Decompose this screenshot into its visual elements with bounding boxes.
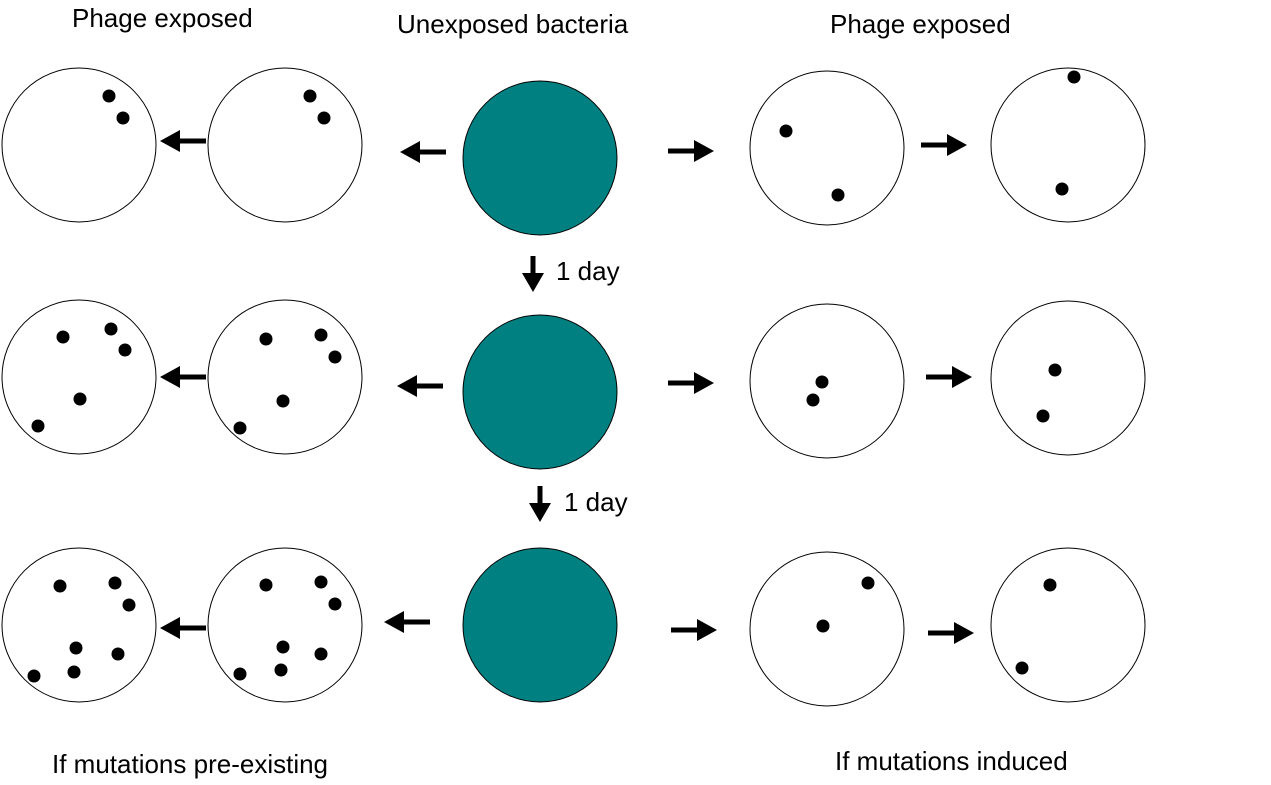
right-header: Phage exposed bbox=[830, 9, 1011, 39]
colony bbox=[314, 328, 328, 342]
right-outer-dish bbox=[990, 67, 1146, 223]
center-header: Unexposed bacteria bbox=[397, 9, 629, 39]
colony bbox=[274, 663, 288, 677]
day-label-1: 1 day bbox=[556, 256, 620, 286]
left-outer-dish bbox=[1, 299, 157, 455]
right-inner-dish bbox=[749, 70, 905, 226]
right-inner-dish bbox=[749, 551, 905, 707]
culture-3 bbox=[462, 547, 618, 703]
right-outer-dish bbox=[990, 300, 1146, 456]
colony bbox=[303, 89, 317, 103]
arrow-right bbox=[668, 372, 714, 394]
left-footer: If mutations pre-existing bbox=[52, 749, 328, 779]
colony bbox=[104, 322, 118, 336]
day-arrow-1 bbox=[522, 256, 544, 292]
row-2 bbox=[1, 299, 1146, 470]
colony bbox=[1036, 409, 1050, 423]
arrow-right bbox=[928, 622, 974, 644]
culture-1 bbox=[462, 80, 618, 236]
row-3 bbox=[1, 547, 1146, 707]
colony bbox=[56, 330, 70, 344]
colony bbox=[108, 576, 122, 590]
arrow-left bbox=[160, 617, 206, 639]
colony bbox=[816, 619, 830, 633]
colony bbox=[67, 665, 81, 679]
colony bbox=[73, 392, 87, 406]
left-header: Phage exposed bbox=[72, 3, 253, 33]
colony bbox=[831, 188, 845, 202]
left-inner-dish bbox=[207, 547, 363, 703]
colony bbox=[779, 124, 793, 138]
colony bbox=[1043, 578, 1057, 592]
right-footer: If mutations induced bbox=[835, 746, 1068, 776]
colony bbox=[69, 641, 83, 655]
left-outer-dish bbox=[1, 547, 157, 703]
arrow-right bbox=[668, 140, 714, 162]
day-arrow-2 bbox=[529, 486, 551, 522]
colony bbox=[317, 111, 331, 125]
arrow-left bbox=[160, 130, 206, 152]
arrow-left bbox=[400, 141, 446, 163]
colony bbox=[328, 350, 342, 364]
day-label-2: 1 day bbox=[564, 487, 628, 517]
colony bbox=[233, 667, 247, 681]
left-outer-dish bbox=[1, 67, 157, 223]
colony bbox=[1048, 363, 1062, 377]
arrow-right bbox=[921, 134, 967, 156]
colony bbox=[328, 597, 342, 611]
colony bbox=[1015, 661, 1029, 675]
right-outer-dish bbox=[990, 547, 1146, 703]
culture-2 bbox=[462, 314, 618, 470]
left-inner-dish bbox=[207, 67, 363, 223]
arrow-left bbox=[397, 375, 443, 397]
right-inner-dish bbox=[749, 303, 905, 459]
colony bbox=[27, 669, 41, 683]
colony bbox=[259, 578, 273, 592]
colony bbox=[53, 579, 67, 593]
arrow-left bbox=[160, 366, 206, 388]
colony bbox=[259, 332, 273, 346]
row-1 bbox=[1, 67, 1146, 236]
colony bbox=[314, 647, 328, 661]
colony bbox=[102, 89, 116, 103]
colony bbox=[1055, 182, 1069, 196]
colony bbox=[111, 647, 125, 661]
colony bbox=[806, 393, 820, 407]
colony bbox=[31, 419, 45, 433]
colony bbox=[314, 575, 328, 589]
colony bbox=[233, 421, 247, 435]
left-inner-dish bbox=[207, 299, 363, 455]
colony bbox=[861, 576, 875, 590]
colony bbox=[815, 375, 829, 389]
colony bbox=[118, 343, 132, 357]
colony bbox=[122, 598, 136, 612]
arrow-left bbox=[384, 611, 430, 633]
colony bbox=[116, 111, 130, 125]
colony bbox=[276, 640, 290, 654]
arrow-right bbox=[671, 619, 717, 641]
colony bbox=[1067, 70, 1081, 84]
colony bbox=[276, 394, 290, 408]
arrow-right bbox=[926, 366, 972, 388]
